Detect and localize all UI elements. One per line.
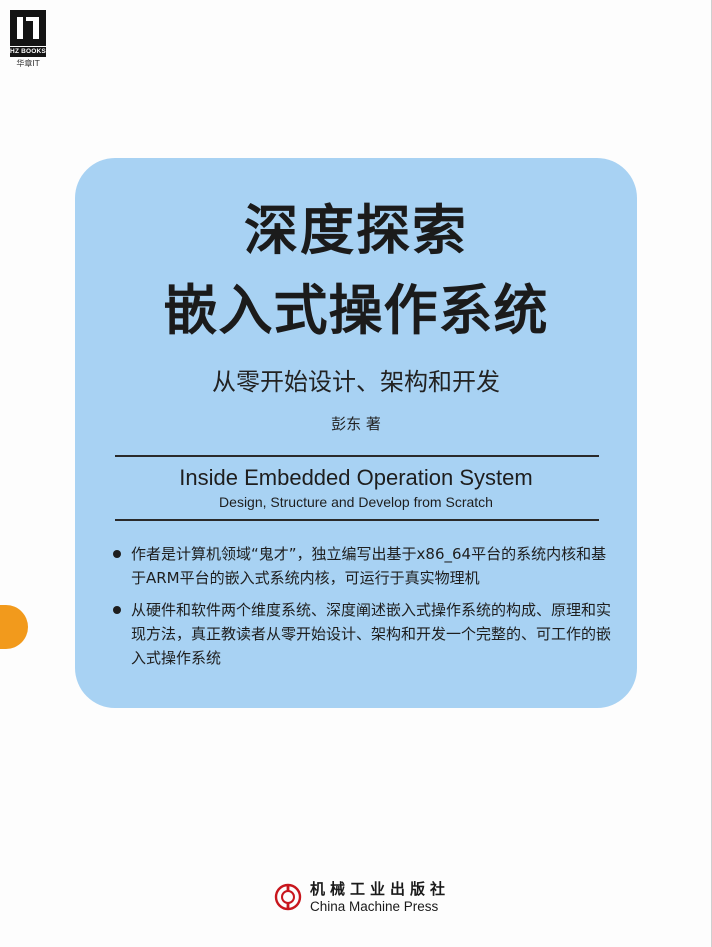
feature-list: 作者是计算机领域“鬼才”，独立编写出基于x86_64平台的系统内核和基于ARM平… <box>113 542 613 678</box>
divider-bottom <box>115 519 599 521</box>
publisher-name-cn: 机械工业出版社 <box>310 880 451 898</box>
publisher-name-en: China Machine Press <box>310 899 439 914</box>
publisher-block: 机械工业出版社 China Machine Press <box>274 880 454 918</box>
feature-text: 从硬件和软件两个维度系统、深度阐述嵌入式操作系统的构成、原理和实现方法，真正教读… <box>131 601 612 667</box>
english-title: Inside Embedded Operation System <box>179 465 533 490</box>
feature-item: 从硬件和软件两个维度系统、深度阐述嵌入式操作系统的构成、原理和实现方法，真正教读… <box>113 598 613 670</box>
hz-books-caption: 华章IT <box>16 59 40 68</box>
cover-panel: 深度探索 嵌入式操作系统 从零开始设计、架构和开发 彭东 著 Inside Em… <box>75 158 637 708</box>
feature-item: 作者是计算机领域“鬼才”，独立编写出基于x86_64平台的系统内核和基于ARM平… <box>113 542 613 590</box>
publisher-logo-icon <box>274 883 302 911</box>
book-title-line1: 深度探索 <box>244 199 468 262</box>
orange-edge-tab <box>0 605 28 649</box>
bullet-dot-icon <box>113 550 121 558</box>
book-subtitle: 从零开始设计、架构和开发 <box>212 368 500 396</box>
feature-text: 作者是计算机领域“鬼才”，独立编写出基于x86_64平台的系统内核和基于ARM平… <box>131 545 607 587</box>
english-subtitle: Design, Structure and Develop from Scrat… <box>219 494 493 510</box>
hz-books-logo: HZ BOOKS 华章IT <box>10 10 46 69</box>
book-title-line2: 嵌入式操作系统 <box>163 279 549 342</box>
hz-books-mark-icon <box>10 10 46 46</box>
book-author: 彭东 著 <box>331 415 381 433</box>
hz-books-brand: HZ BOOKS <box>10 47 46 57</box>
divider-top <box>115 455 599 457</box>
bullet-dot-icon <box>113 606 121 614</box>
